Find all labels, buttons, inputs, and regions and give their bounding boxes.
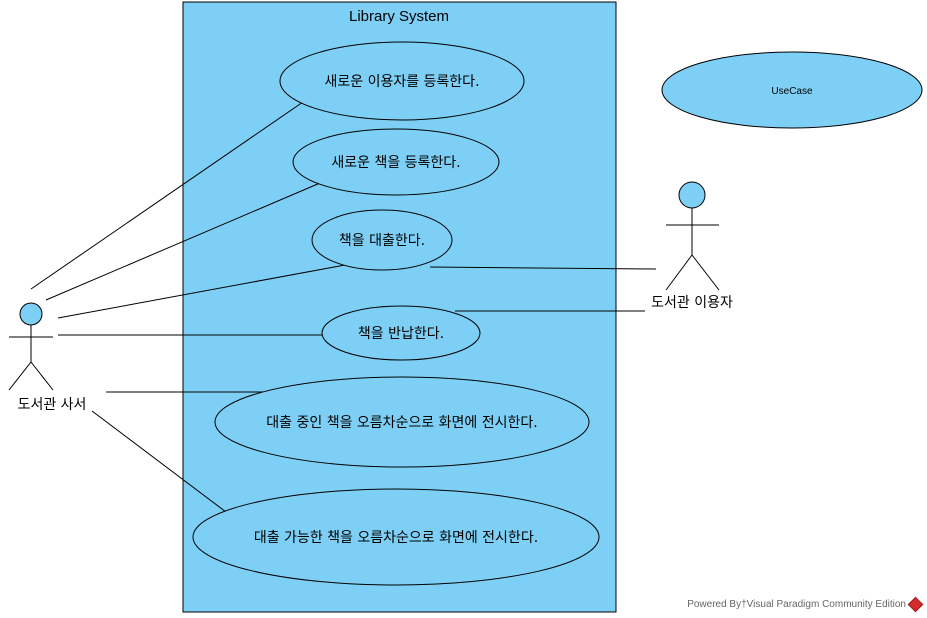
- use-case-label: 대출 가능한 책을 오름차순으로 화면에 전시한다.: [254, 530, 538, 546]
- watermark: Powered By†Visual Paradigm Community Edi…: [687, 596, 924, 613]
- use-case-register-book[interactable]: 새로운 책을 등록한다.: [292, 128, 500, 196]
- use-case-lend-book[interactable]: 책을 대출한다.: [311, 209, 453, 271]
- use-case-list-available-books[interactable]: 대출 가능한 책을 오름차순으로 화면에 전시한다.: [192, 488, 600, 586]
- actor-right-leg: [691, 254, 720, 291]
- associations: [30, 101, 657, 513]
- actor-left-leg: [8, 361, 32, 391]
- assoc-librarian-register-book: [45, 182, 321, 301]
- actor-library-user-label: 도서관 이용자: [651, 295, 733, 311]
- actor-library-user[interactable]: [665, 181, 720, 291]
- legend-usecase[interactable]: UseCase: [661, 51, 923, 129]
- use-case-return-book[interactable]: 책을 반납한다.: [321, 305, 481, 361]
- use-case-label: 책을 대출한다.: [339, 233, 425, 249]
- actor-right-leg: [30, 361, 54, 391]
- legend-usecase-label: UseCase: [771, 86, 813, 97]
- watermark-text: Powered By†Visual Paradigm Community Edi…: [687, 599, 906, 610]
- actor-left-leg: [665, 254, 693, 291]
- use-case-label: 새로운 이용자를 등록한다.: [324, 74, 479, 90]
- actor-head: [19, 302, 43, 326]
- actor-head: [678, 181, 706, 209]
- use-case-label: 새로운 책을 등록한다.: [331, 155, 460, 171]
- use-case-label: 대출 중인 책을 오름차순으로 화면에 전시한다.: [266, 415, 537, 431]
- assoc-librarian-register-user: [30, 101, 304, 290]
- system-title: Library System: [349, 8, 449, 25]
- use-case-label: 책을 반납한다.: [358, 326, 444, 342]
- assoc-librarian-list-available: [91, 410, 227, 513]
- use-case-register-user[interactable]: 새로운 이용자를 등록한다.: [279, 41, 525, 121]
- assoc-user-lend-book: [429, 266, 657, 270]
- assoc-librarian-lend-book: [57, 264, 346, 319]
- actor-librarian-label: 도서관 사서: [18, 397, 87, 413]
- actor-librarian[interactable]: [8, 302, 54, 391]
- use-case-list-loaned-books[interactable]: 대출 중인 책을 오름차순으로 화면에 전시한다.: [214, 376, 590, 468]
- visual-paradigm-logo-icon: [907, 596, 924, 613]
